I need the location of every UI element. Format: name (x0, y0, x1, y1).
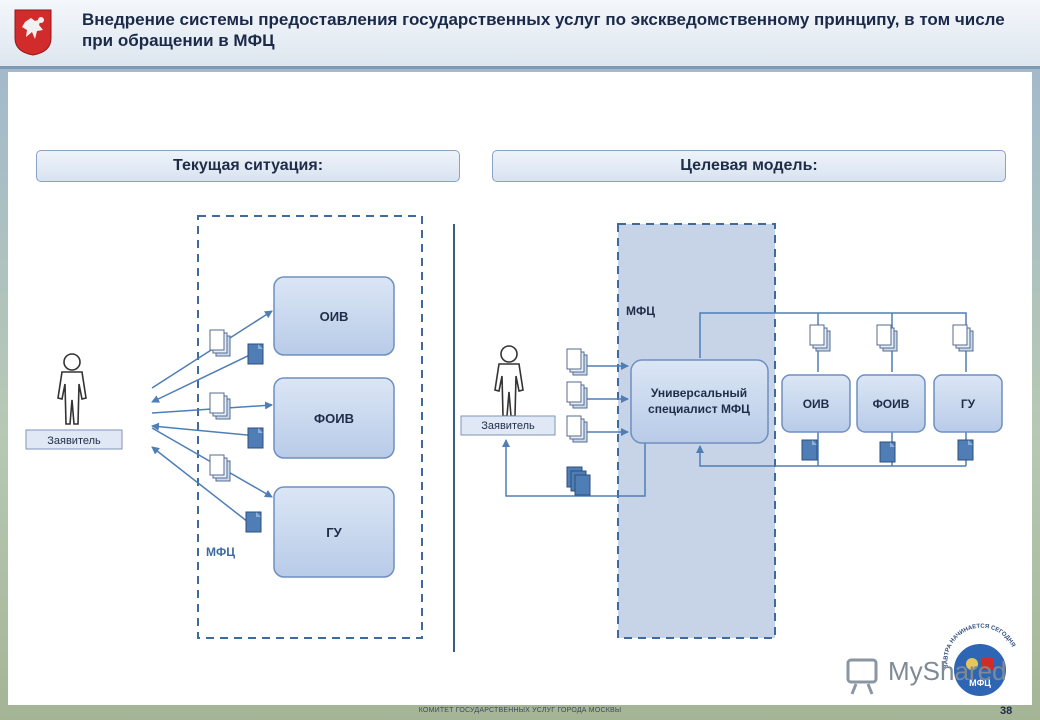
mfc-badge-icon: МФЦ (952, 642, 1008, 698)
mfc-label-current: МФЦ (206, 545, 235, 559)
mfc-current-boundary (197, 215, 423, 639)
document-stack-icon (952, 324, 974, 352)
agency-box-gu: ГУ (933, 374, 1003, 433)
svg-text:Заявитель: Заявитель (481, 420, 535, 432)
page-number: 38 (1000, 705, 1013, 717)
agency-label: ФОИВ (314, 411, 354, 426)
person-icon (494, 345, 524, 417)
document-stack-icon (809, 324, 831, 352)
target-model-header: Целевая модель: (492, 150, 1006, 182)
person-icon (57, 353, 87, 425)
applicant-label-target: Заявитель (460, 415, 556, 436)
agency-label: ГУ (326, 525, 342, 540)
svg-text:ГУ: ГУ (961, 397, 976, 411)
svg-text:ФОИВ: ФОИВ (873, 397, 910, 411)
watermark-text: MyShared (888, 656, 1007, 686)
svg-text:ОИВ: ОИВ (803, 397, 830, 411)
document-stack-icon (566, 381, 588, 409)
agency-label: ОИВ (320, 309, 349, 324)
document-stack-icon (209, 454, 231, 482)
document-icon (247, 427, 264, 449)
watermark-icon (846, 658, 878, 695)
document-icon (801, 439, 818, 461)
agency-box-gu: ГУ (273, 486, 395, 578)
document-icon (247, 343, 264, 365)
svg-text:МФЦ: МФЦ (969, 678, 991, 688)
document-stack-icon (566, 466, 591, 496)
document-icon (879, 441, 896, 463)
document-icon (957, 439, 974, 461)
moscow-coat-of-arms-icon (14, 9, 52, 56)
svg-text:Заявитель: Заявитель (47, 435, 101, 447)
current-situation-header: Текущая ситуация: (36, 150, 460, 182)
title-bar: Внедрение системы предоставления государ… (0, 0, 1040, 69)
footer-text: КОМИТЕТ ГОСУДАРСТВЕННЫХ УСЛУГ ГОРОДА МОС… (418, 707, 622, 714)
page-title: Внедрение системы предоставления государ… (82, 10, 1005, 50)
document-stack-icon (566, 348, 588, 376)
universal-specialist-box: Универсальный специалист МФЦ (630, 359, 769, 444)
agency-box-oiv: ОИВ (781, 374, 851, 433)
document-stack-icon (209, 392, 231, 420)
document-stack-icon (209, 329, 231, 357)
document-stack-icon (876, 324, 898, 352)
svg-text:Универсальный: Универсальный (651, 386, 747, 400)
document-stack-icon (566, 415, 588, 443)
svg-text:специалист МФЦ: специалист МФЦ (648, 402, 750, 416)
mfc-label-target: МФЦ (626, 304, 655, 318)
applicant-label-current: Заявитель (25, 429, 123, 450)
agency-box-foiv: ФОИВ (856, 374, 926, 433)
agency-box-oiv: ОИВ (273, 276, 395, 356)
agency-box-foiv: ФОИВ (273, 377, 395, 459)
document-icon (245, 511, 262, 533)
